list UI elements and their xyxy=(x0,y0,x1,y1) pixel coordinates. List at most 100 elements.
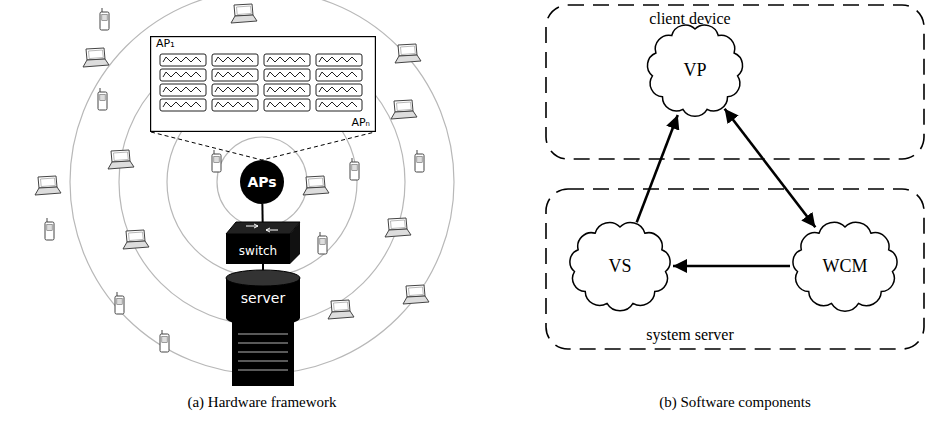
figure-caption: (b) Software components xyxy=(659,394,811,411)
switch-top xyxy=(226,222,300,234)
laptop-screen xyxy=(126,230,145,242)
laptop-display xyxy=(41,178,56,187)
access-point-body xyxy=(212,84,258,96)
access-point-icon xyxy=(160,99,206,111)
component-burst: VS xyxy=(567,220,673,312)
access-point-antenna xyxy=(215,72,253,77)
burst-outline xyxy=(647,25,742,116)
access-point-body xyxy=(212,99,258,111)
laptop-display xyxy=(309,178,324,187)
laptop-screen xyxy=(331,300,350,312)
laptop-screen xyxy=(111,150,130,162)
laptop-display xyxy=(409,287,424,296)
access-point-icon xyxy=(316,99,362,111)
access-point-body xyxy=(160,69,206,81)
data-flow-arrow xyxy=(725,109,816,228)
phone-antenna xyxy=(162,330,163,334)
node-label: AP₁ xyxy=(156,38,175,51)
access-point-antenna xyxy=(319,102,357,107)
laptop-base xyxy=(35,187,61,195)
access-point-body xyxy=(316,84,362,96)
node-label: WCM xyxy=(823,256,868,277)
burst-outline xyxy=(570,223,670,311)
access-point-icon xyxy=(212,84,258,96)
server-slot xyxy=(238,360,288,362)
laptop-icon xyxy=(395,44,421,63)
phone-screen xyxy=(47,225,52,231)
ap-array-box: AP₁ APₙ xyxy=(150,36,376,132)
ap-array-box-outline xyxy=(150,36,376,132)
phone-body xyxy=(45,222,54,240)
laptop-display xyxy=(89,50,104,59)
access-point-antenna xyxy=(319,57,357,62)
node-label: VS xyxy=(608,256,631,277)
laptop-display xyxy=(334,302,349,311)
access-point-body xyxy=(264,69,310,81)
node-label: system server xyxy=(545,326,835,344)
phone-antenna xyxy=(214,150,215,154)
coverage-rings xyxy=(70,0,454,374)
phone-icon xyxy=(115,292,124,314)
laptop-screen xyxy=(398,44,417,56)
access-point-icon xyxy=(264,69,310,81)
laptop-base xyxy=(231,15,257,23)
phone-body xyxy=(318,236,327,254)
access-point-icon xyxy=(160,54,206,66)
access-point-body xyxy=(264,84,310,96)
phone-screen xyxy=(417,157,422,163)
phone-screen xyxy=(117,299,122,305)
laptop-base xyxy=(123,241,149,249)
phone-screen xyxy=(100,95,105,101)
component-burst: WCM xyxy=(790,220,900,312)
group-border xyxy=(546,5,924,159)
laptop-base xyxy=(403,296,429,304)
access-point-body xyxy=(160,99,206,111)
laptop-screen xyxy=(406,285,425,297)
phone-antenna xyxy=(100,88,101,92)
access-point-body xyxy=(264,54,310,66)
laptop-screen xyxy=(394,100,413,112)
laptop-icon xyxy=(35,176,61,195)
phone-body xyxy=(100,12,109,30)
access-point-icon xyxy=(212,69,258,81)
coverage-ring xyxy=(70,0,454,374)
laptop-display xyxy=(391,220,406,229)
data-flow-arrow xyxy=(637,115,678,222)
client-devices xyxy=(35,4,429,352)
access-point-icon xyxy=(212,99,258,111)
access-point-antenna xyxy=(267,72,305,77)
access-point-antenna xyxy=(163,87,201,92)
phone-body xyxy=(115,296,124,314)
access-point-antenna xyxy=(215,102,253,107)
data-flow-arrow xyxy=(673,265,790,268)
node-label: APₙ xyxy=(351,117,370,130)
access-point-antenna xyxy=(163,102,201,107)
phone-screen xyxy=(162,337,167,343)
coverage-ring xyxy=(217,137,307,227)
laptop-screen xyxy=(388,218,407,230)
ap-hub: APs xyxy=(240,160,284,204)
phone-icon xyxy=(100,8,109,30)
laptop-icon xyxy=(391,100,417,119)
node-label: APs xyxy=(247,174,276,190)
laptop-base xyxy=(108,161,134,169)
access-point-antenna xyxy=(215,87,253,92)
phone-antenna xyxy=(417,150,418,154)
access-point-antenna xyxy=(319,87,357,92)
network-cable xyxy=(262,264,264,270)
phone-body xyxy=(98,92,107,110)
access-point-body xyxy=(160,54,206,66)
access-point-antenna xyxy=(267,87,305,92)
phone-screen xyxy=(102,15,107,21)
access-point-icon xyxy=(264,99,310,111)
node-label: client device xyxy=(545,10,835,28)
laptop-base xyxy=(385,229,411,237)
access-point-body xyxy=(316,69,362,81)
laptop-icon xyxy=(108,150,134,169)
laptop-base xyxy=(303,187,329,195)
laptop-screen xyxy=(86,48,105,60)
phone-icon xyxy=(350,158,359,180)
